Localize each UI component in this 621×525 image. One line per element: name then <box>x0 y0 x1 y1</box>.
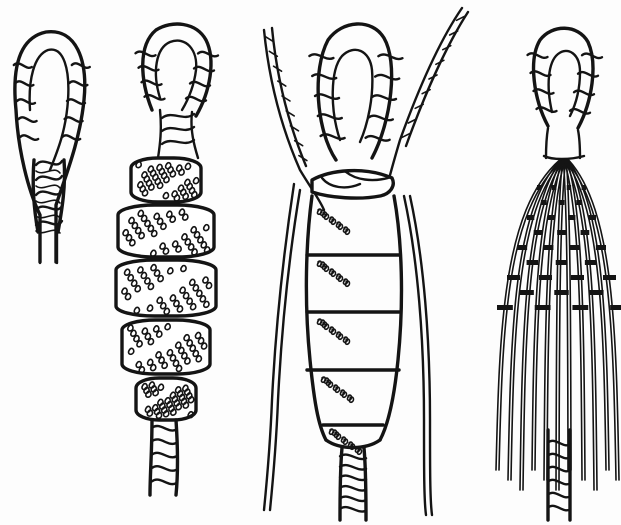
weave-bar <box>535 305 551 310</box>
rope-twist <box>312 74 336 79</box>
rope-twist <box>548 506 570 511</box>
weave-bar <box>596 245 606 250</box>
weave-bar <box>572 305 588 310</box>
weave-bar <box>570 245 580 250</box>
weave-bar <box>603 275 616 280</box>
weave-bar <box>556 260 568 265</box>
rope-twist <box>369 116 393 121</box>
weave-bar <box>519 290 533 295</box>
weave-bar <box>534 230 543 235</box>
weave-bar <box>567 185 571 190</box>
rope-twist <box>20 135 38 140</box>
weave-bar <box>571 275 584 280</box>
weave-bar <box>543 245 553 250</box>
weave-bar <box>507 275 520 280</box>
weave-bar <box>581 230 590 235</box>
weave-bar <box>539 275 552 280</box>
rope-twist <box>19 117 37 122</box>
weave-bar <box>527 215 534 220</box>
weave-bar <box>589 290 603 295</box>
weave-bar <box>610 305 621 310</box>
rope-twist <box>340 455 366 460</box>
splice-strand <box>36 161 62 165</box>
rope-twist <box>152 453 176 458</box>
rope-twist <box>340 486 366 491</box>
weave-bar <box>568 215 575 220</box>
splice-strand <box>36 191 62 195</box>
rope-twist <box>152 426 176 431</box>
rope-twist <box>72 63 90 68</box>
rope-twist <box>152 480 176 485</box>
splice-strand <box>36 170 60 173</box>
pointing-strand <box>563 160 568 470</box>
rope-twist <box>136 52 156 57</box>
weave-bar <box>554 290 568 295</box>
rope-twist <box>198 52 218 57</box>
weave-bar <box>576 200 582 205</box>
weave-bar <box>541 200 547 205</box>
splice-strand <box>36 176 62 180</box>
splice-strand <box>36 206 62 210</box>
weave-bar <box>537 185 541 190</box>
weave-bar <box>559 200 565 205</box>
weave-bar <box>557 230 566 235</box>
weave-bar <box>589 215 596 220</box>
panel-a-eye-splice <box>14 32 90 263</box>
rope-twist <box>528 53 548 58</box>
rope-twist <box>340 465 366 470</box>
weave-bar <box>582 185 586 190</box>
rope-twist <box>152 466 176 471</box>
rope-twist <box>340 476 366 481</box>
covering-segment <box>118 205 214 257</box>
panel-c-seized-splice <box>264 8 468 520</box>
weave-bar <box>548 215 555 220</box>
rope-twist <box>372 95 396 100</box>
splice-strand <box>162 140 194 144</box>
covering-segment <box>122 320 210 374</box>
rope-twist <box>152 439 176 444</box>
panel-b-covered-splice <box>116 24 218 495</box>
rope-twist <box>340 497 366 502</box>
weave-bar <box>585 260 597 265</box>
weave-bar <box>552 185 556 190</box>
weave-bar <box>517 245 527 250</box>
rope-twist <box>548 493 570 498</box>
splice-strand <box>162 114 194 118</box>
splice-strand <box>36 185 60 188</box>
rope-twist <box>375 75 399 80</box>
rope-twist <box>17 99 35 104</box>
pointing-strand <box>568 160 609 470</box>
rope-twist <box>366 136 390 141</box>
splice-strand <box>162 127 194 131</box>
weave-bar <box>527 260 539 265</box>
panel-d-woven-pointing <box>496 28 621 520</box>
rope-twist <box>340 507 366 512</box>
weave-bar <box>497 305 513 310</box>
